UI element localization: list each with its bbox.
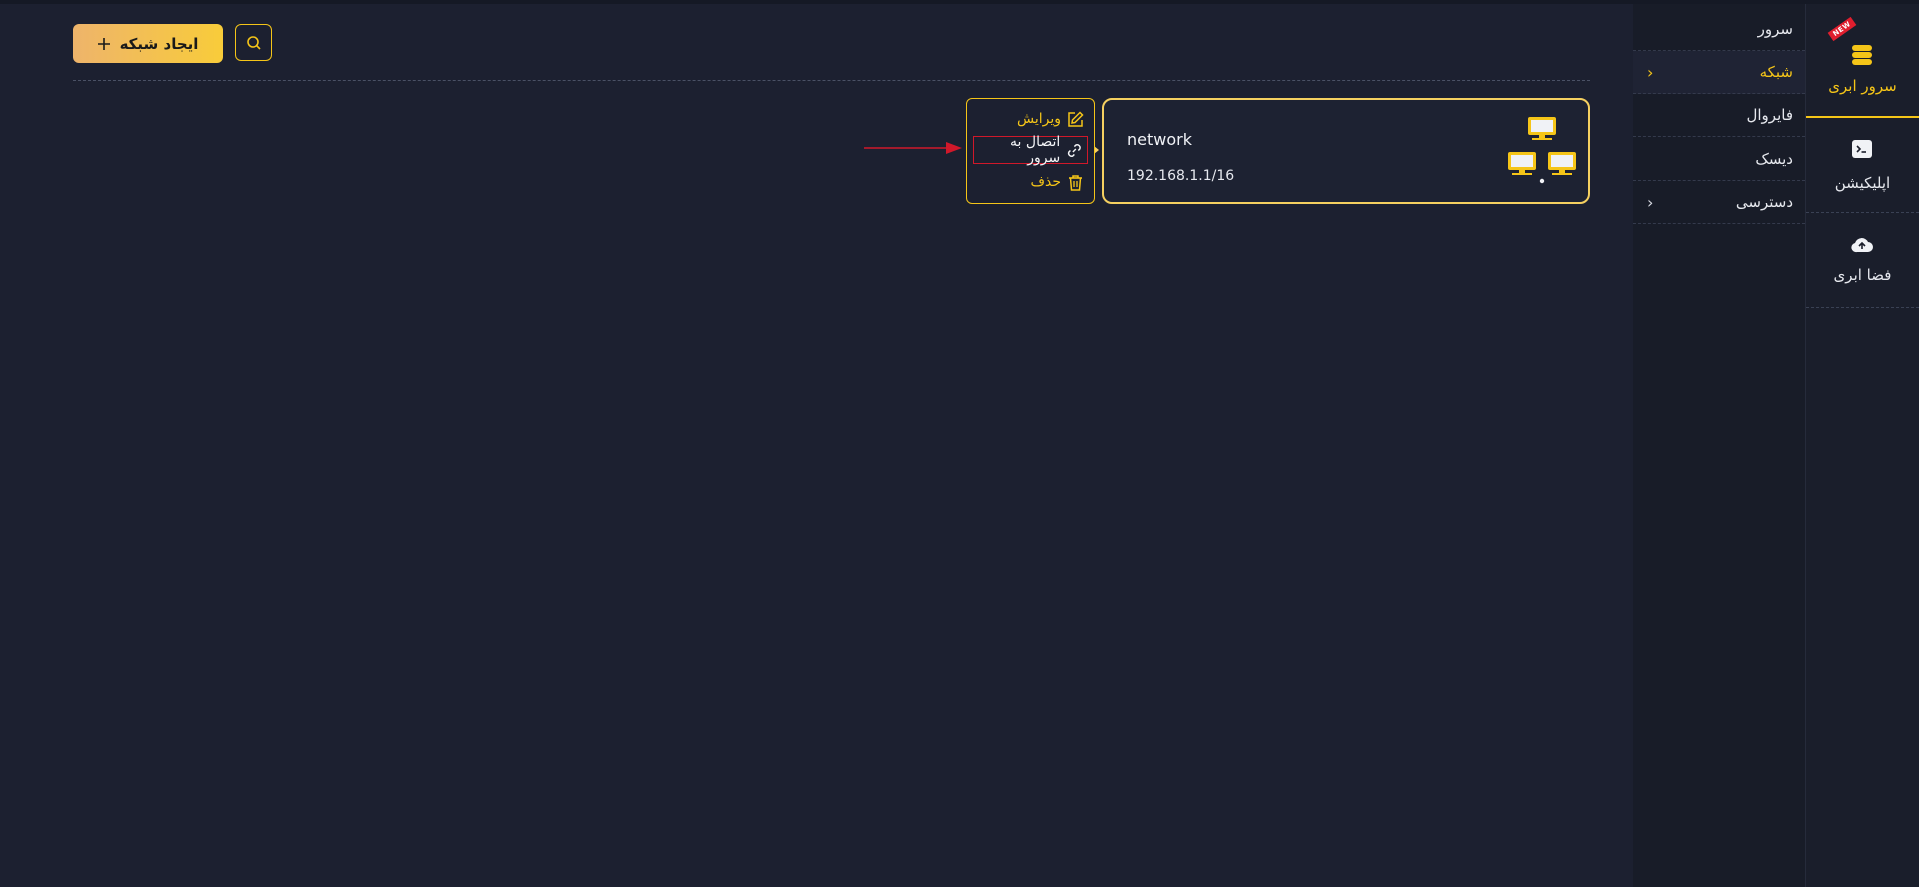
sub-item-disk[interactable]: دیسک [1633, 138, 1805, 181]
connect-label: اتصال به سرور [1010, 134, 1061, 166]
chevron-left-icon: ‹ [1647, 63, 1654, 82]
new-badge: NEW [1827, 16, 1857, 42]
sub-item-network[interactable]: شبکه ‹ [1633, 51, 1805, 94]
delete-action[interactable]: حذف [973, 168, 1088, 196]
create-network-button[interactable]: ایجاد شبکه [73, 24, 223, 63]
annotation-arrow-icon [864, 142, 962, 154]
edit-icon [1068, 110, 1084, 127]
trash-icon [1069, 174, 1082, 191]
toolbar-divider [73, 80, 1590, 81]
network-ip: 192.168.1.1/16 [1127, 168, 1235, 184]
card-pointer [1094, 146, 1099, 154]
network-actions-menu: ویرایش اتصال به سرور حذف [966, 98, 1095, 204]
sub-item-label: دسترسی [1735, 193, 1793, 211]
main-nav-rail: NEW سرور ابری اپلیکیشن فضا ابری [1805, 4, 1919, 887]
sub-item-access[interactable]: دسترسی ‹ [1633, 181, 1805, 224]
sub-nav: سرور شبکه ‹ فایروال دیسک دسترسی ‹ [1633, 4, 1805, 887]
sub-item-firewall[interactable]: فایروال [1633, 94, 1805, 137]
sub-item-label: سرور [1757, 20, 1793, 38]
rail-item-label: اپلیکیشن [1834, 174, 1891, 192]
connect-to-server-action[interactable]: اتصال به سرور [973, 134, 1088, 166]
create-network-label: ایجاد شبکه [119, 34, 199, 53]
delete-label: حذف [1030, 174, 1061, 190]
top-border [0, 0, 1919, 4]
chevron-left-icon: ‹ [1647, 193, 1654, 212]
rail-divider [1806, 116, 1919, 118]
network-computers-icon [1508, 117, 1576, 184]
link-icon [1068, 143, 1082, 157]
sub-item-label: فایروال [1746, 106, 1793, 124]
rail-item-cloud-storage[interactable]: فضا ابری [1806, 213, 1919, 307]
sub-item-label: شبکه [1759, 63, 1793, 81]
rail-divider [1806, 212, 1919, 213]
sub-item-label: دیسک [1755, 150, 1793, 168]
edit-action[interactable]: ویرایش [973, 105, 1088, 133]
network-name: network [1127, 130, 1192, 149]
search-button[interactable] [235, 24, 272, 61]
network-card[interactable]: network 192.168.1.1/16 [1102, 98, 1590, 204]
cloud-upload-icon [1851, 238, 1873, 253]
edit-label: ویرایش [1016, 111, 1061, 127]
rail-item-application[interactable]: اپلیکیشن [1806, 118, 1919, 212]
server-stack-icon [1852, 45, 1872, 65]
terminal-icon [1852, 140, 1872, 158]
rail-item-label: فضا ابری [1833, 266, 1892, 284]
rail-item-cloud-server[interactable]: NEW سرور ابری [1806, 4, 1919, 117]
search-icon [246, 35, 261, 50]
rail-divider [1806, 307, 1919, 308]
plus-icon [97, 37, 110, 50]
sub-item-server[interactable]: سرور [1633, 8, 1805, 51]
rail-item-label: سرور ابری [1828, 77, 1897, 95]
